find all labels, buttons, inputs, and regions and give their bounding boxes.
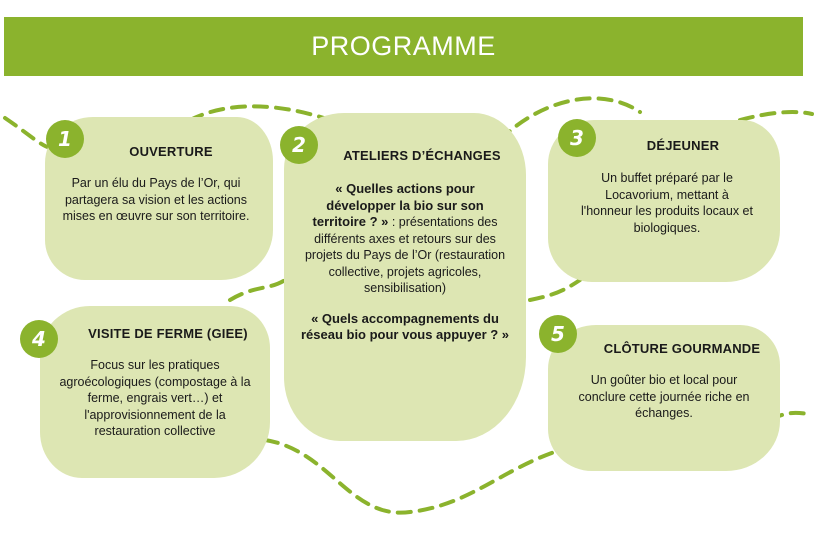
step-number-badge: 3 [558,119,596,157]
step-number-badge: 2 [280,126,318,164]
step-text: Par un élu du Pays de l’Or, qui partager… [62,176,250,223]
page-title: PROGRAMME [311,31,496,61]
step-number-badge: 1 [46,120,84,158]
step-title: DÉJEUNER [646,138,720,153]
step-text: Un goûter bio et local pour conclure cet… [578,373,750,420]
step-text: Un buffet préparé par le Locavorium, met… [581,171,753,235]
header-banner: PROGRAMME [4,17,803,76]
step-question: « Quelles actions pour développer la bio… [312,181,484,229]
step-number-badge: 5 [539,315,577,353]
step-card-visite-ferme: VISITE DE FERME (GIEE) Focus sur les pra… [40,306,270,478]
step-question: « Quels accompagnements du réseau bio po… [300,310,510,343]
step-text: : présentations des différents axes et r… [304,215,506,295]
step-card-ateliers: ATELIERS D’ÉCHANGES « Quelles actions po… [284,113,526,441]
step-title: CLÔTURE GOURMANDE [603,341,761,356]
step-title: OUVERTURE [129,144,213,159]
step-number-badge: 4 [20,320,58,358]
step-card-dejeuner: DÉJEUNER Un buffet préparé par le Locavo… [548,120,780,282]
step-title: VISITE DE FERME (GIEE) [88,326,248,341]
step-text: Focus sur les pratiques agroécologiques … [59,358,251,438]
step-card-cloture: CLÔTURE GOURMANDE Un goûter bio et local… [548,325,780,471]
step-title: ATELIERS D’ÉCHANGES [343,148,501,163]
